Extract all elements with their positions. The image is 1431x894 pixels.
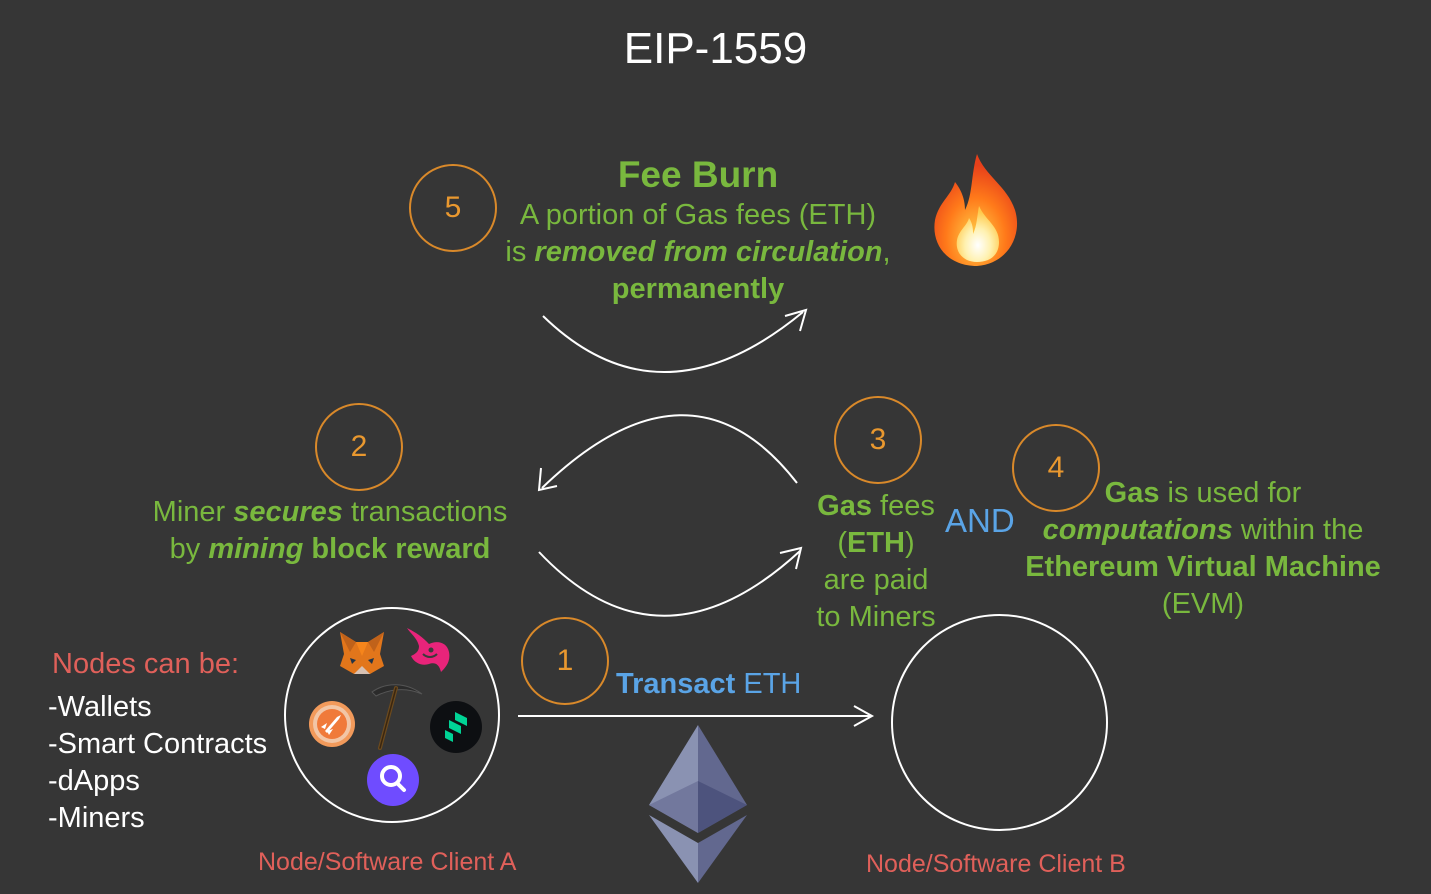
list-item: -Smart Contracts bbox=[48, 728, 268, 760]
fee-burn-line3: permanently bbox=[611, 273, 785, 305]
evm-line4: (EVM) bbox=[1161, 588, 1245, 620]
page-title: EIP-1559 bbox=[623, 24, 808, 73]
arrowhead-gas-fees bbox=[779, 546, 803, 570]
evm-block: Gas is used for computations within the … bbox=[1012, 475, 1394, 623]
nodes-heading: Nodes can be: bbox=[52, 648, 240, 680]
miner-line1: Miner secures transactions bbox=[152, 496, 508, 528]
pickaxe-icon bbox=[371, 684, 423, 750]
arrowhead-miner bbox=[537, 467, 558, 492]
arrowhead-fee-burn bbox=[784, 308, 808, 332]
ethereum-logo bbox=[649, 725, 747, 883]
miner-block: Miner secures transactions by mining blo… bbox=[120, 494, 540, 568]
evm-line3: Ethereum Virtual Machine bbox=[1025, 551, 1381, 583]
metamask-fox-icon bbox=[340, 632, 384, 674]
gas-fees-line4: to Miners bbox=[816, 601, 936, 633]
the-graph-icon bbox=[367, 754, 419, 806]
step-2-badge: 2 bbox=[315, 403, 403, 491]
transact-label: Transact ETH bbox=[616, 668, 802, 700]
step-1-badge: 1 bbox=[521, 617, 609, 705]
rocket-icon bbox=[309, 701, 355, 747]
fire-icon bbox=[934, 154, 1018, 266]
evm-line1: Gas is used for bbox=[1104, 477, 1302, 509]
fee-burn-heading: Fee Burn bbox=[617, 154, 779, 195]
and-label: AND bbox=[945, 502, 1015, 539]
gas-fees-line3: are paid bbox=[823, 564, 929, 596]
step-4-badge: 4 bbox=[1012, 424, 1100, 512]
list-item: -dApps bbox=[48, 765, 140, 797]
fee-burn-line1: A portion of Gas fees (ETH) bbox=[519, 199, 877, 231]
node-client-a-circle bbox=[284, 607, 500, 823]
uniswap-unicorn-icon bbox=[407, 628, 450, 672]
step-3-badge: 3 bbox=[834, 396, 922, 484]
compound-icon bbox=[430, 701, 482, 753]
list-item: -Miners bbox=[48, 802, 145, 834]
client-b-label: Node/Software Client B bbox=[866, 850, 1126, 878]
client-a-label: Node/Software Client A bbox=[258, 848, 517, 876]
arrow-to-gas-fees bbox=[538, 550, 801, 617]
nodes-list: -Wallets -Smart Contracts -dApps -Miners bbox=[48, 689, 267, 837]
step-5-badge: 5 bbox=[409, 164, 497, 252]
arrow-to-fee-burn bbox=[542, 311, 804, 373]
fee-burn-block: Fee Burn A portion of Gas fees (ETH) is … bbox=[478, 153, 918, 308]
arrow-to-miner bbox=[541, 414, 798, 489]
evm-line2: computations within the bbox=[1042, 514, 1364, 546]
gas-fees-line1: Gas fees bbox=[817, 490, 935, 522]
miner-line2: by mining block reward bbox=[169, 533, 491, 565]
node-client-b-circle bbox=[891, 614, 1108, 831]
gas-fees-line2: (ETH) bbox=[837, 527, 915, 559]
list-item: -Wallets bbox=[48, 691, 152, 723]
fee-burn-line2: is removed from circulation, bbox=[505, 236, 891, 268]
arrowhead-transact bbox=[853, 705, 875, 727]
gas-fees-block: Gas fees (ETH) are paid to Miners bbox=[795, 488, 957, 636]
